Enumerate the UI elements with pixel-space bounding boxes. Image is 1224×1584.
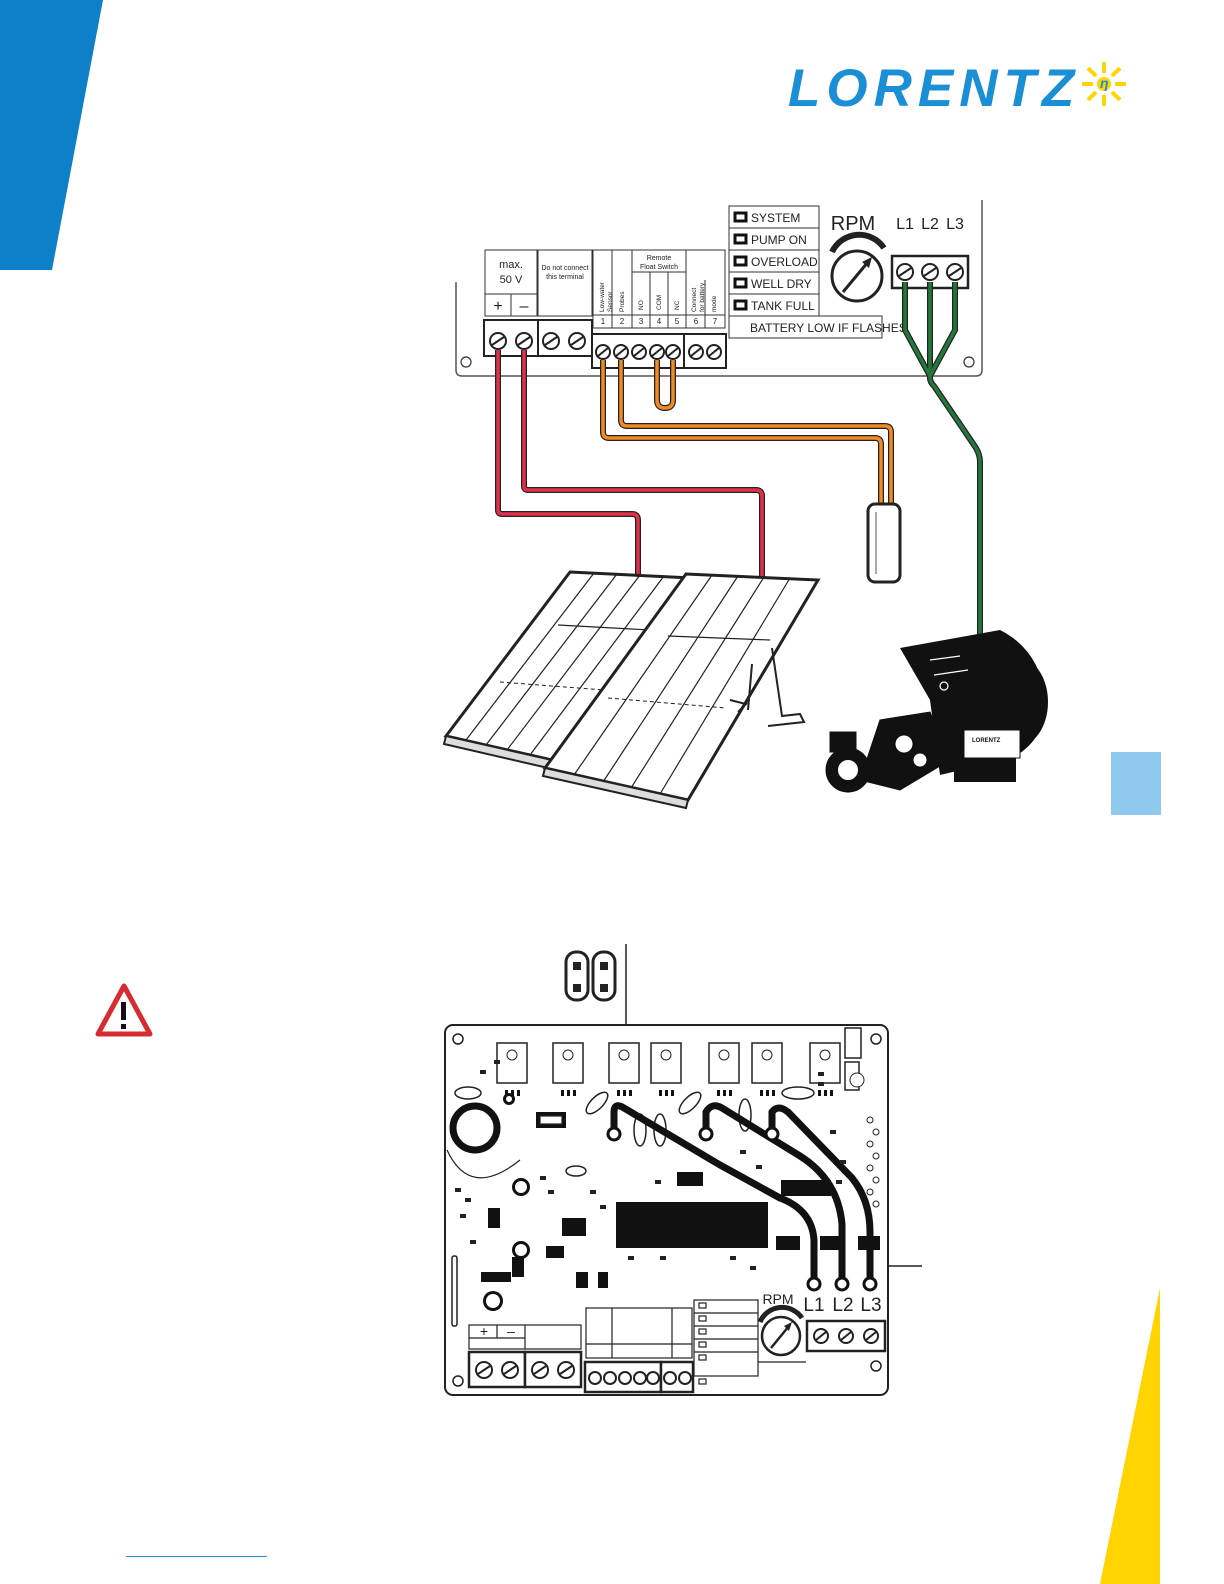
warning-triangle-icon bbox=[98, 986, 150, 1034]
power-voltage-label: 50 V bbox=[500, 274, 523, 286]
terminal-number: 4 bbox=[657, 317, 662, 326]
pcb-plus-label: + bbox=[480, 1323, 488, 1339]
sensor-wires bbox=[603, 360, 891, 505]
corner-blue-slant bbox=[0, 0, 103, 270]
jumper-icon bbox=[566, 952, 615, 1000]
corner-yellow-slant bbox=[1100, 1288, 1160, 1584]
led-label-tank-full: TANK FULL bbox=[751, 299, 815, 313]
terminal-plus-label: + bbox=[493, 298, 502, 315]
page-section-tab bbox=[1111, 752, 1161, 815]
battery-low-label: BATTERY LOW IF FLASHES bbox=[750, 321, 907, 335]
motor-terminal-block: L1 L2 L3 bbox=[892, 216, 968, 288]
sensor-line3: Probes bbox=[619, 291, 626, 312]
pcb-minus-label: – bbox=[507, 1323, 515, 1339]
sensor-line2: Sensor bbox=[607, 291, 614, 312]
led-label-system: SYSTEM bbox=[751, 211, 800, 225]
svg-text:η: η bbox=[1100, 75, 1109, 91]
pcb-phase-l3: L3 bbox=[860, 1295, 881, 1316]
power-header-label: max. bbox=[499, 259, 523, 271]
no-label: NO bbox=[638, 300, 645, 310]
water-sensor-probe bbox=[868, 504, 900, 582]
battery-line2: for battery bbox=[699, 282, 706, 312]
battery-line1: Connect bbox=[691, 288, 698, 312]
terminal-number: 6 bbox=[694, 317, 699, 326]
pcb-board: + – bbox=[445, 1025, 888, 1395]
com-label: COM bbox=[656, 295, 663, 310]
phase-label-l3: L3 bbox=[946, 216, 964, 233]
phase-label-l2: L2 bbox=[921, 216, 939, 233]
sensor-line1: Low-water bbox=[599, 281, 606, 312]
pcb-rpm-label: RPM bbox=[762, 1291, 793, 1307]
led-label-overload: OVERLOAD bbox=[751, 255, 818, 269]
float-switch-line1: Remote bbox=[647, 255, 672, 262]
pcb-phase-l2: L2 bbox=[832, 1295, 853, 1316]
rpm-label: RPM bbox=[831, 213, 875, 235]
do-not-connect-line2: this terminal bbox=[546, 274, 584, 281]
nc-label: NC bbox=[674, 300, 681, 310]
pump-motor: LORENTZ bbox=[826, 630, 1048, 792]
terminal-number: 3 bbox=[639, 317, 644, 326]
led-label-pump-on: PUMP ON bbox=[751, 233, 807, 247]
logo-sun-icon: η bbox=[1082, 62, 1126, 106]
terminal-number: 7 bbox=[713, 317, 718, 326]
battery-line3: mode bbox=[711, 295, 718, 312]
motor-wires bbox=[905, 282, 980, 660]
terminal-number: 5 bbox=[675, 317, 680, 326]
float-switch-line2: Float Switch bbox=[640, 264, 678, 271]
terminal-number: 2 bbox=[620, 317, 625, 326]
power-wires bbox=[498, 350, 762, 578]
phase-label-l1: L1 bbox=[896, 216, 914, 233]
pump-label: LORENTZ bbox=[972, 738, 1001, 744]
footer-link[interactable] bbox=[126, 1556, 267, 1557]
pcb-phase-l1: L1 bbox=[803, 1295, 824, 1316]
terminal-minus-label: – bbox=[520, 298, 529, 315]
brand-logo: LORENTZ bbox=[788, 58, 1080, 119]
do-not-connect-line1: Do not connect bbox=[541, 265, 588, 272]
terminal-number: 1 bbox=[601, 317, 606, 326]
rpm-dial: RPM bbox=[831, 213, 884, 301]
led-label-well-dry: WELL DRY bbox=[751, 277, 812, 291]
